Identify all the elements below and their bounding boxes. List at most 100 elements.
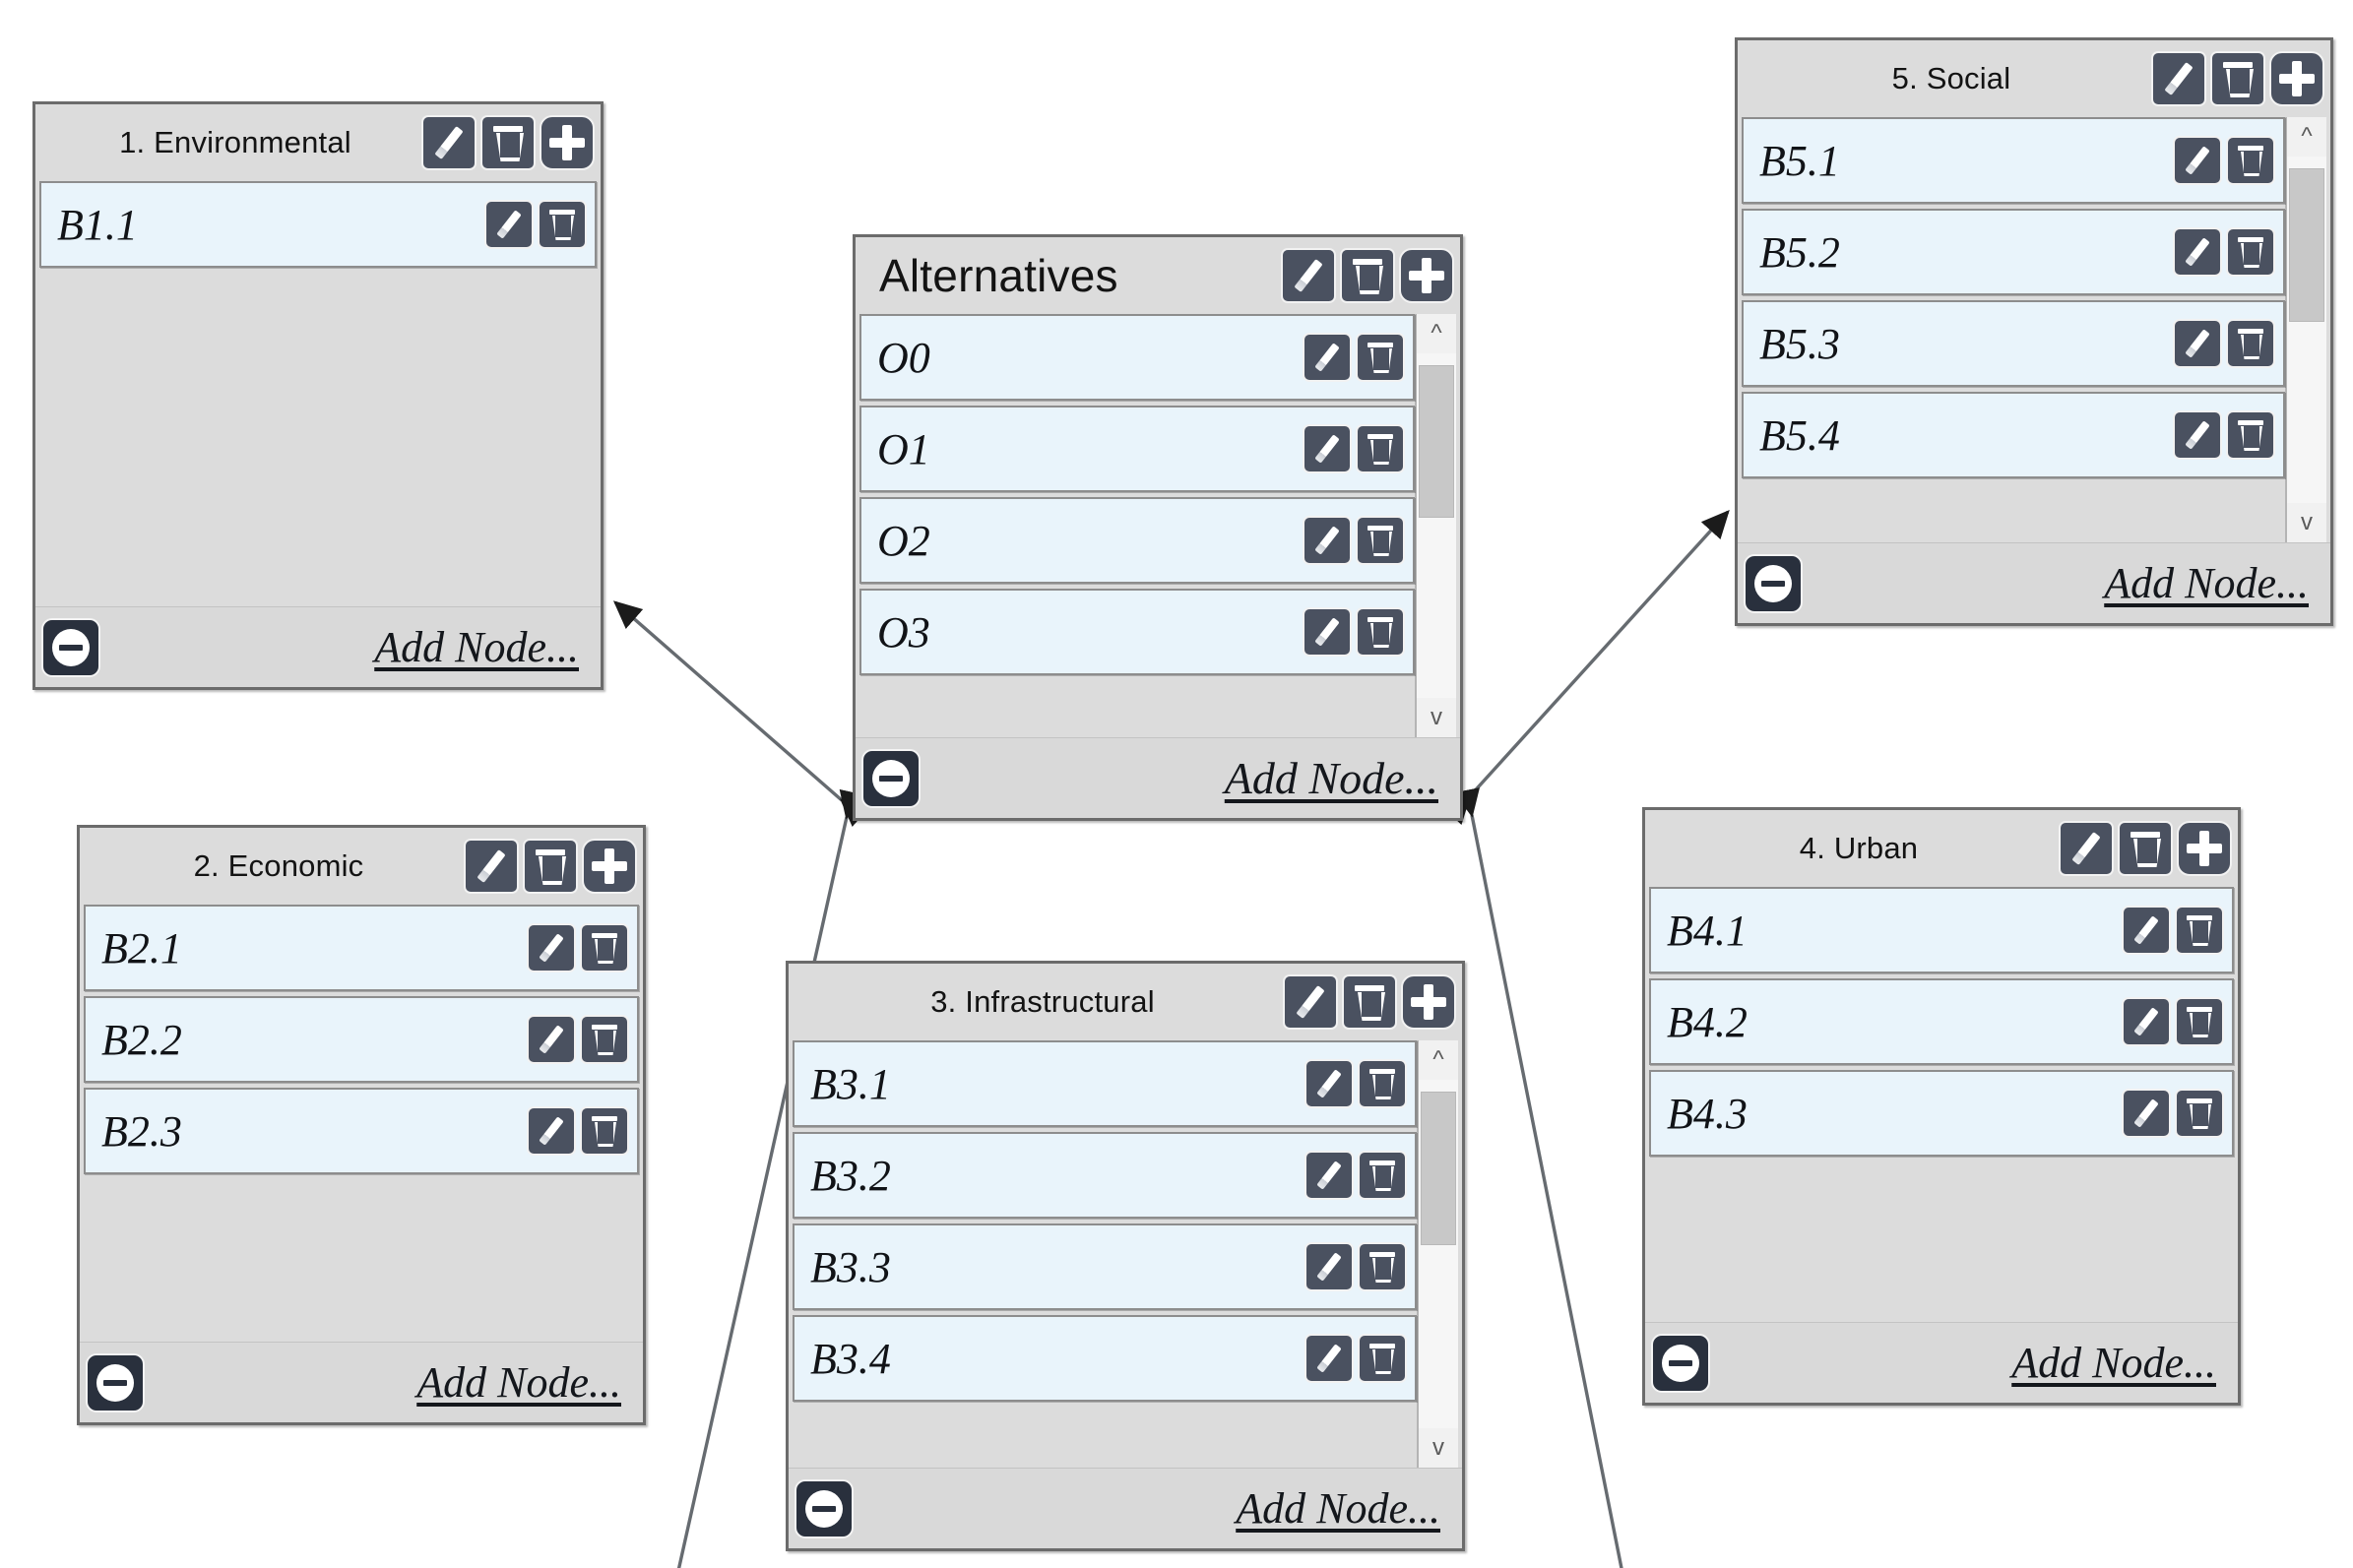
edit-button-social-3[interactable] [2173,410,2222,460]
add-node-link-infrastructural[interactable]: Add Node... [1236,1484,1440,1533]
delete-button-alternatives-1[interactable] [1356,424,1405,473]
collapse-button-social[interactable] [1744,553,1803,613]
scrollbar-thumb[interactable] [1419,365,1454,518]
delete-button-social-0[interactable] [2226,136,2275,185]
edit-button-economic-2[interactable] [527,1106,576,1156]
scrollbar-infrastructural[interactable]: ^v [1417,1040,1458,1468]
collapse-button-economic[interactable] [86,1352,145,1412]
delete-button-urban-0[interactable] [2175,906,2224,955]
delete-button-alternatives[interactable] [1340,248,1395,303]
node-row[interactable]: B4.1 [1649,887,2234,973]
delete-button-economic-1[interactable] [580,1015,629,1064]
edit-button-infrastructural-2[interactable] [1304,1242,1354,1291]
chevron-up-icon[interactable]: ^ [1419,1040,1458,1080]
scrollbar-track[interactable] [1417,353,1456,698]
delete-button-infrastructural-1[interactable] [1358,1151,1407,1200]
scrollbar-alternatives[interactable]: ^v [1415,314,1456,737]
edit-button-social[interactable] [2151,51,2206,106]
delete-button-social-1[interactable] [2226,227,2275,277]
node-row[interactable]: B2.3 [84,1088,639,1174]
add-node-link-urban[interactable]: Add Node... [2011,1339,2216,1387]
add-button-environmental[interactable] [540,115,595,170]
edit-button-infrastructural-3[interactable] [1304,1334,1354,1383]
edit-button-alternatives-1[interactable] [1303,424,1352,473]
chevron-down-icon[interactable]: v [1419,1428,1458,1468]
node-row[interactable]: B3.2 [793,1132,1417,1219]
scrollbar-social[interactable]: ^v [2285,117,2326,542]
scrollbar-thumb[interactable] [1421,1092,1456,1245]
add-node-link-social[interactable]: Add Node... [2104,559,2309,607]
edit-button-social-0[interactable] [2173,136,2222,185]
edit-button-urban-2[interactable] [2122,1089,2171,1138]
node-row[interactable]: B5.2 [1742,209,2285,295]
delete-button-social-3[interactable] [2226,410,2275,460]
node-row[interactable]: O0 [859,314,1415,401]
delete-button-environmental-0[interactable] [538,200,587,249]
add-node-link-economic[interactable]: Add Node... [416,1358,621,1407]
delete-button-alternatives-2[interactable] [1356,516,1405,565]
scrollbar-track[interactable] [2287,157,2326,503]
delete-button-alternatives-3[interactable] [1356,607,1405,657]
node-row[interactable]: B3.3 [793,1223,1417,1310]
delete-button-social[interactable] [2210,51,2265,106]
edit-button-environmental-0[interactable] [484,200,534,249]
delete-button-urban-2[interactable] [2175,1089,2224,1138]
add-button-economic[interactable] [582,839,637,894]
delete-button-infrastructural[interactable] [1342,974,1397,1030]
chevron-up-icon[interactable]: ^ [1417,314,1456,353]
delete-button-economic-0[interactable] [580,923,629,972]
node-row[interactable]: B2.1 [84,905,639,991]
delete-button-environmental[interactable] [480,115,536,170]
scrollbar-thumb[interactable] [2289,168,2324,322]
edit-button-economic-0[interactable] [527,923,576,972]
node-row[interactable]: O3 [859,589,1415,675]
edit-button-alternatives-3[interactable] [1303,607,1352,657]
delete-button-economic-2[interactable] [580,1106,629,1156]
edit-button-social-2[interactable] [2173,319,2222,368]
edit-button-infrastructural-1[interactable] [1304,1151,1354,1200]
node-row[interactable]: B1.1 [39,181,597,268]
edit-button-environmental[interactable] [421,115,477,170]
delete-button-infrastructural-2[interactable] [1358,1242,1407,1291]
node-row[interactable]: B5.3 [1742,300,2285,387]
delete-button-economic[interactable] [523,839,578,894]
scrollbar-track[interactable] [1419,1080,1458,1428]
node-row[interactable]: B3.1 [793,1040,1417,1127]
collapse-button-environmental[interactable] [41,617,100,677]
collapse-button-urban[interactable] [1651,1333,1710,1393]
edit-button-urban-0[interactable] [2122,906,2171,955]
add-button-urban[interactable] [2177,821,2232,876]
delete-button-infrastructural-3[interactable] [1358,1334,1407,1383]
edit-button-urban-1[interactable] [2122,997,2171,1046]
edit-button-economic-1[interactable] [527,1015,576,1064]
node-row[interactable]: B2.2 [84,996,639,1083]
delete-button-infrastructural-0[interactable] [1358,1059,1407,1108]
node-row[interactable]: O2 [859,497,1415,584]
add-button-social[interactable] [2269,51,2324,106]
edit-button-social-1[interactable] [2173,227,2222,277]
node-row[interactable]: O1 [859,406,1415,492]
edit-button-infrastructural[interactable] [1283,974,1338,1030]
edit-button-alternatives-0[interactable] [1303,333,1352,382]
chevron-up-icon[interactable]: ^ [2287,117,2326,157]
chevron-down-icon[interactable]: v [1417,698,1456,737]
node-row[interactable]: B4.3 [1649,1070,2234,1157]
node-row[interactable]: B4.2 [1649,978,2234,1065]
delete-button-urban-1[interactable] [2175,997,2224,1046]
edit-button-economic[interactable] [464,839,519,894]
delete-button-urban[interactable] [2118,821,2173,876]
edit-button-infrastructural-0[interactable] [1304,1059,1354,1108]
collapse-button-infrastructural[interactable] [795,1478,854,1538]
node-row[interactable]: B5.4 [1742,392,2285,478]
edit-button-urban[interactable] [2059,821,2114,876]
edit-button-alternatives-2[interactable] [1303,516,1352,565]
add-button-alternatives[interactable] [1399,248,1454,303]
collapse-button-alternatives[interactable] [861,748,921,808]
